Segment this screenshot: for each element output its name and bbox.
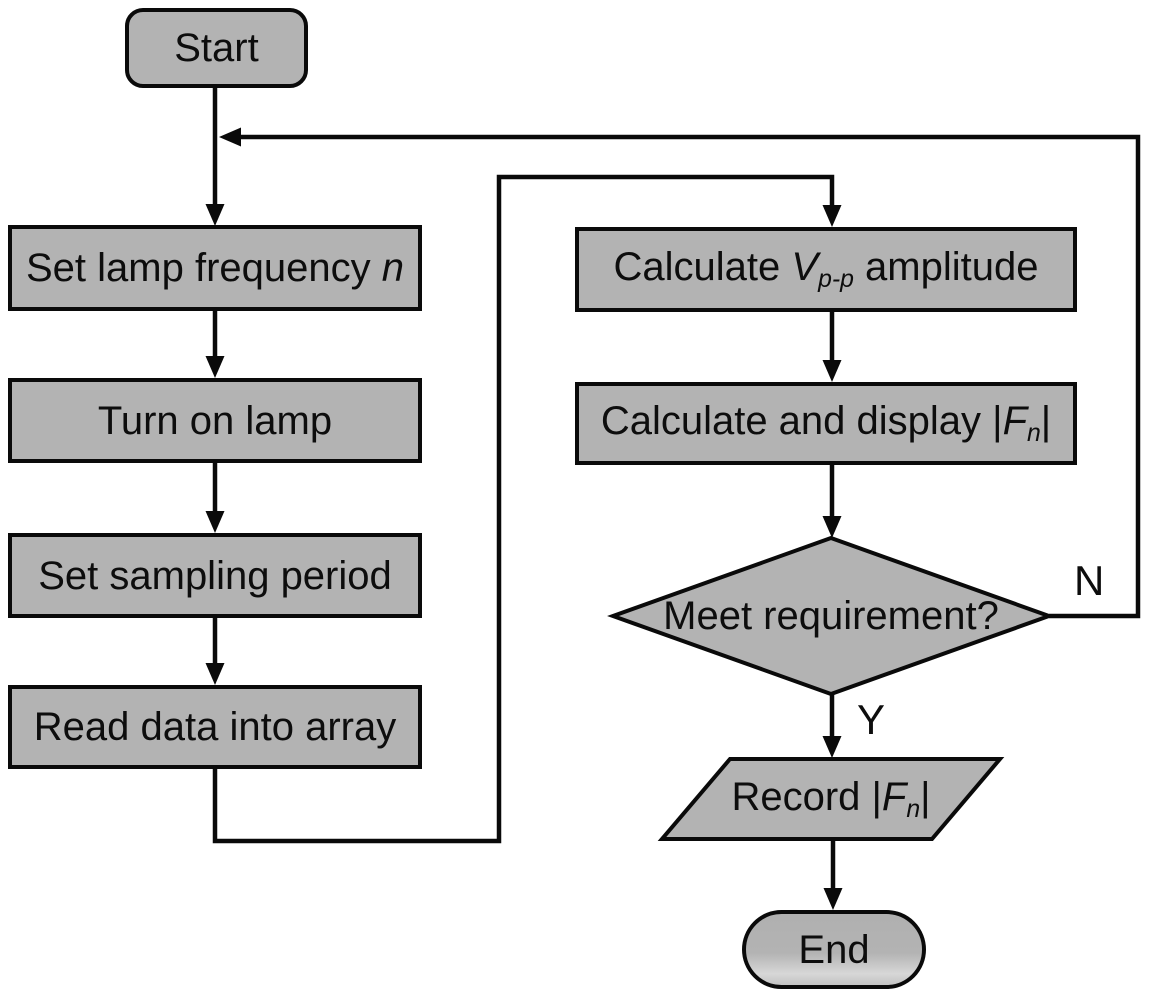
arrowhead-down-icon	[822, 516, 842, 538]
arrowhead-down-icon	[205, 356, 225, 378]
node-set-lamp-frequency: Set lamp frequency n	[8, 225, 422, 311]
arrowhead-left-icon	[219, 127, 241, 147]
node-calculate-vpp-amplitude: Calculate Vp-p amplitude	[575, 227, 1077, 312]
node-record-fn-label: Record |Fn|	[731, 774, 931, 823]
edge-feedback-no	[241, 134, 1141, 619]
arrowhead-down-icon	[823, 888, 843, 910]
arrowhead-down-icon	[205, 204, 225, 226]
node-start: Start	[125, 8, 308, 88]
node-calculate-and-display-fn-label: Calculate and display |Fn|	[600, 399, 1052, 447]
node-turn-on-lamp: Turn on lamp	[8, 378, 422, 463]
arrowhead-down-icon	[205, 663, 225, 685]
arrowhead-down-icon	[205, 511, 225, 533]
node-end-label: End	[798, 927, 870, 972]
node-read-data-into-array-label: Read data into array	[33, 705, 397, 749]
node-start-label: Start	[174, 26, 259, 70]
arrowhead-down-icon	[822, 736, 842, 758]
node-set-lamp-frequency-label: Set lamp frequency n	[26, 246, 404, 290]
edge-readdata-to-calcvpp	[212, 174, 835, 844]
node-set-sampling-period-label: Set sampling period	[38, 553, 392, 598]
edge-label-no: N	[1074, 557, 1105, 604]
arrowhead-down-icon	[822, 205, 842, 227]
node-end: End	[742, 910, 926, 989]
decision-diamond-shape	[607, 535, 1055, 697]
node-calculate-vpp-amplitude-label: Calculate Vp-p amplitude	[613, 245, 1039, 293]
node-turn-on-lamp-label: Turn on lamp	[97, 398, 333, 443]
arrowhead-down-icon	[822, 360, 842, 382]
node-meet-requirement-label: Meet requirement?	[663, 593, 999, 638]
edge-label-yes: Y	[857, 696, 886, 743]
io-parallelogram-shape	[657, 757, 1005, 841]
node-calculate-and-display-fn: Calculate and display |Fn|	[575, 382, 1077, 465]
node-set-sampling-period: Set sampling period	[8, 533, 422, 618]
node-read-data-into-array: Read data into array	[8, 685, 422, 769]
